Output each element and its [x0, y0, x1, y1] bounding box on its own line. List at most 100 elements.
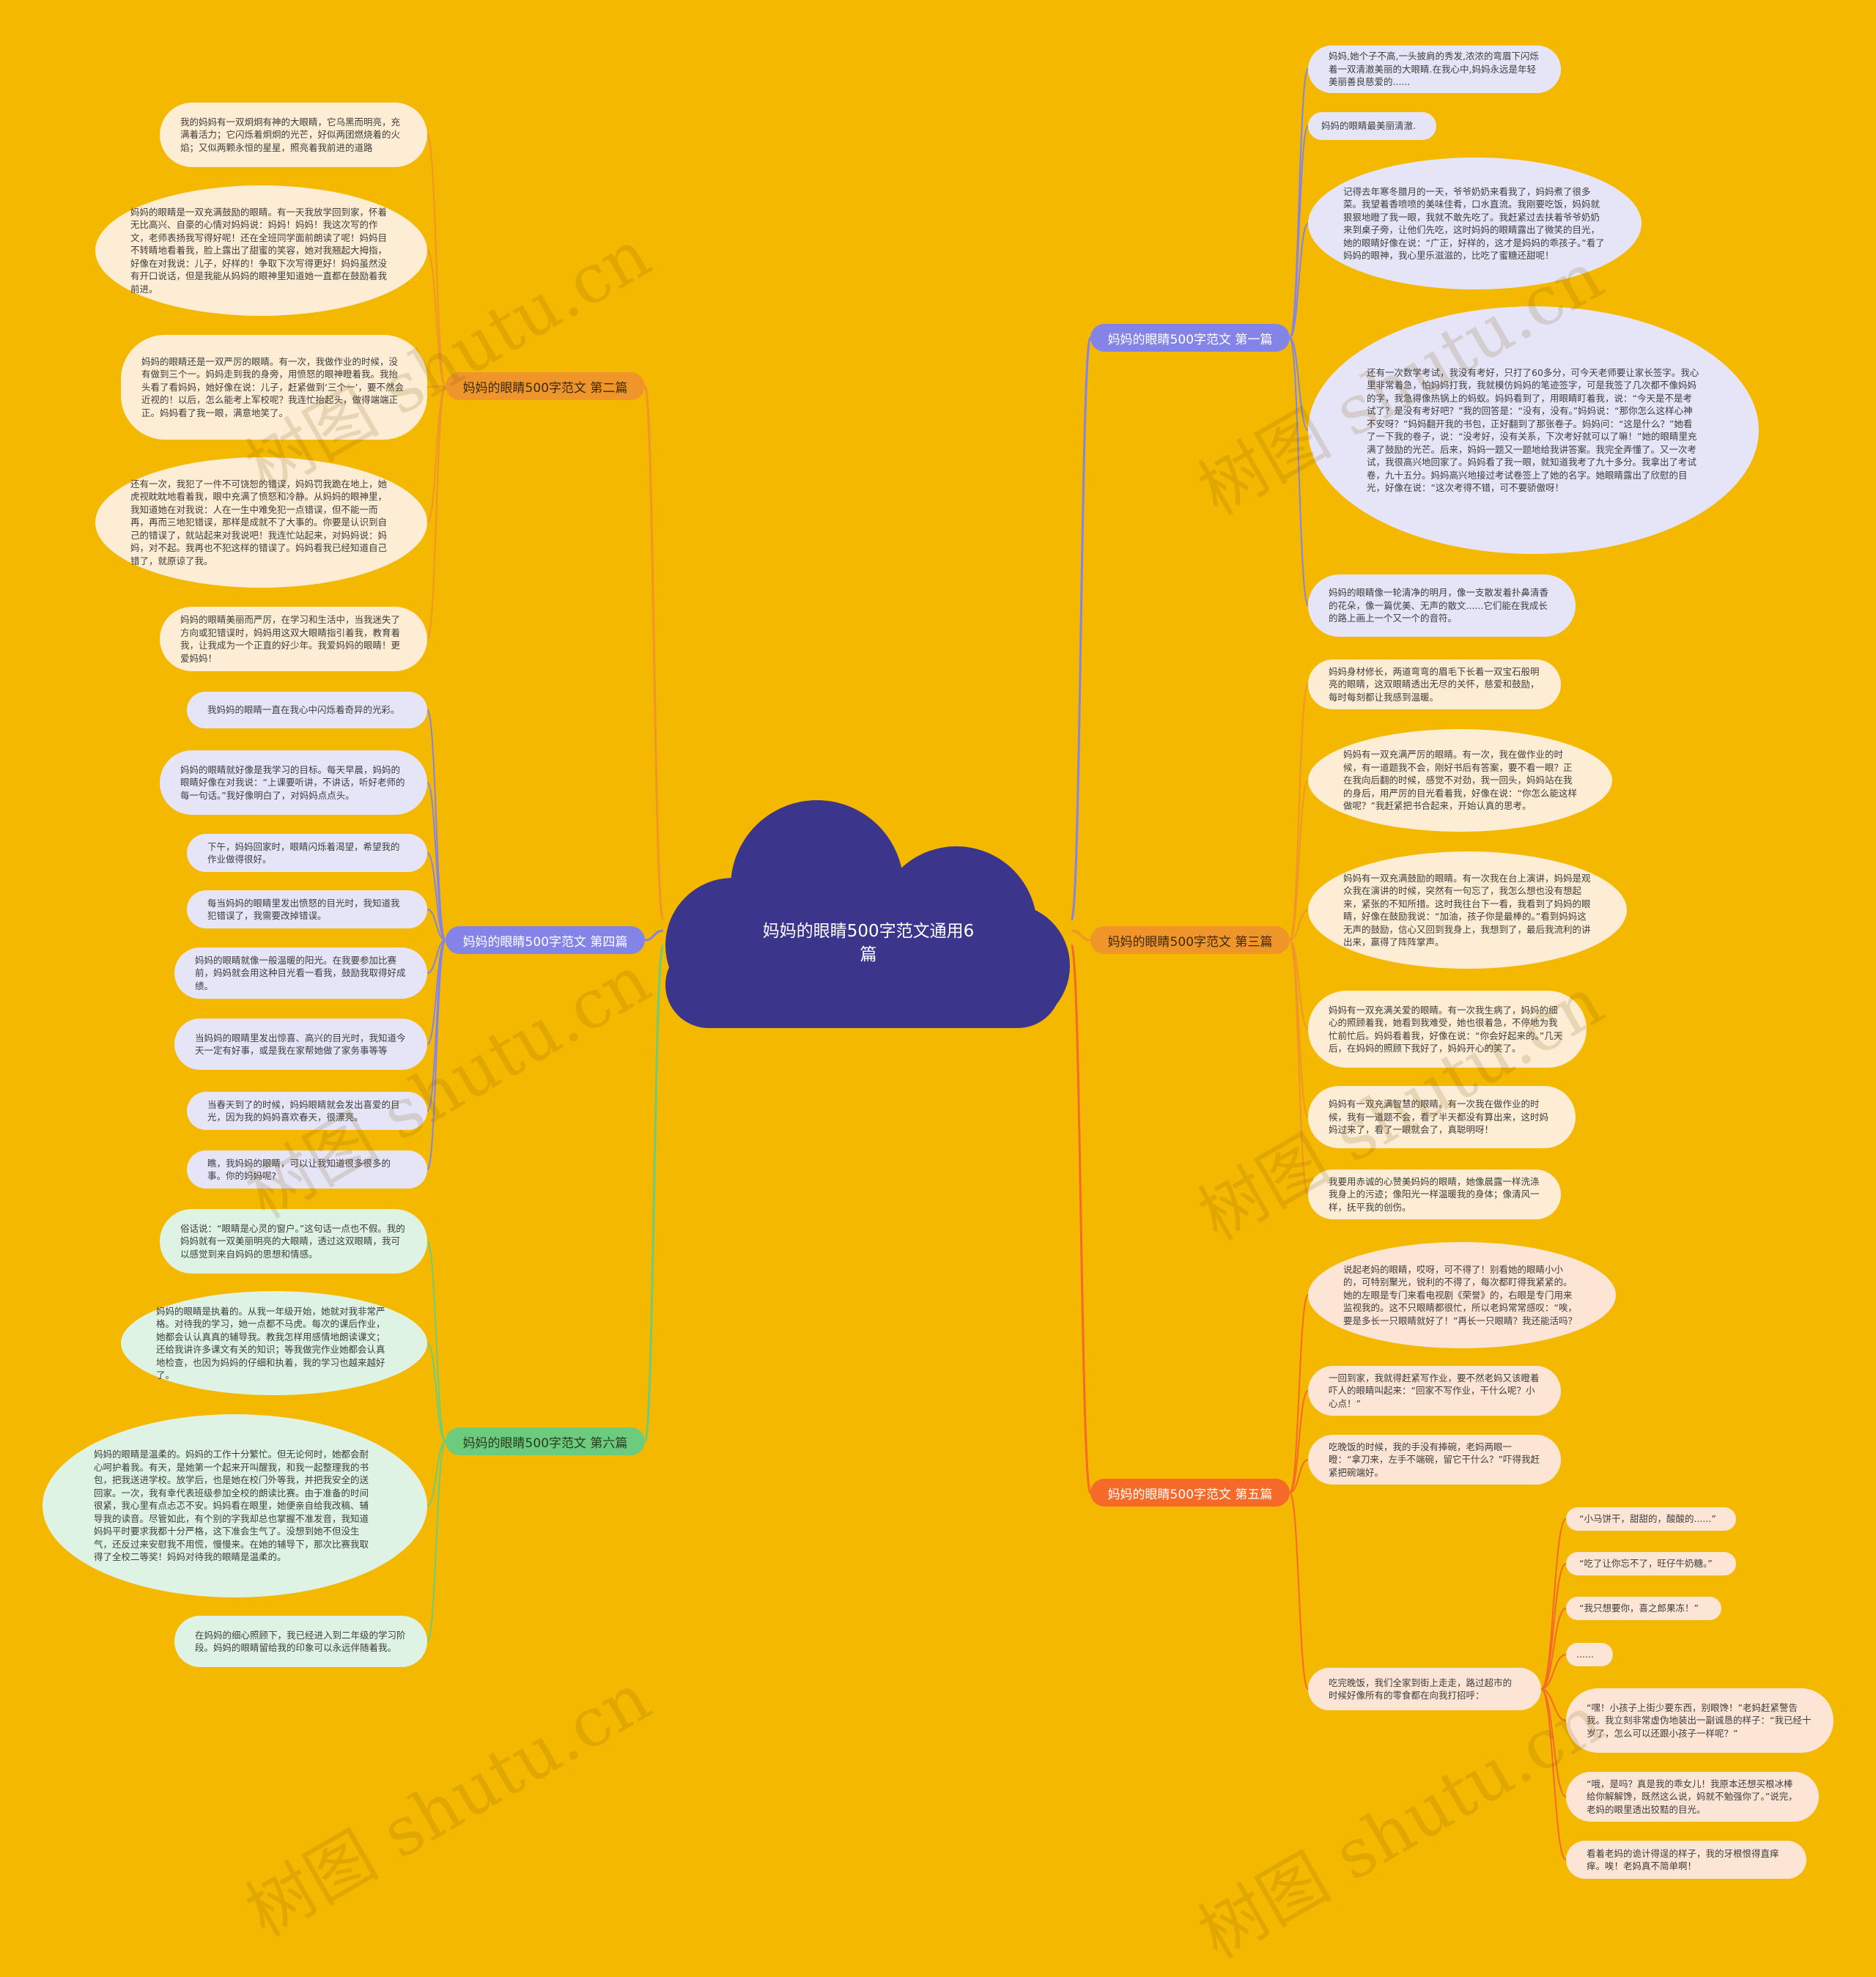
connector-line [426, 1441, 446, 1507]
leaf-node[interactable]: 当妈妈的眼睛里发出惊喜、高兴的目光时，我知道今天一定有好事，或是我在家帮她做了家… [174, 1019, 427, 1070]
leaf-node[interactable]: 在妈妈的细心照顾下，我已经进入到二年级的学习阶段。妈妈的眼睛留给我的印象可以永远… [174, 1616, 427, 1667]
connector-line [1540, 1563, 1567, 1690]
sub-leaf-node[interactable]: “哦，是吗？真是我的乖女儿！我原本还想买根冰棒给你解解馋，既然这么说，妈就不勉强… [1566, 1772, 1819, 1822]
connector-line [1289, 223, 1309, 339]
connector-line [1540, 1518, 1567, 1690]
leaf-text: 我的妈妈有一双炯炯有神的大眼睛，它乌黑而明亮，充满着活力；它闪烁着炯炯的光芒，好… [180, 116, 401, 153]
leaf-node[interactable]: 我要用赤诚的心赞美妈妈的眼睛，她像晨露一样洗涤我身上的污迹；像阳光一样温暖我的身… [1308, 1169, 1561, 1219]
leaf-text: 当妈妈的眼睛里发出惊喜、高兴的目光时，我知道今天一定有好事，或是我在家帮她做了家… [195, 1032, 406, 1057]
leaf-text: 妈妈的眼睛像一轮清净的明月，像一支散发着扑鼻清香的花朵，像一篇优美、无声的散文.… [1329, 587, 1549, 624]
connector-line [426, 782, 446, 941]
root-topic-title[interactable]: 妈妈的眼睛500字范文通用6篇 [762, 922, 975, 964]
connector-line [426, 709, 446, 941]
leaf-node[interactable]: 妈妈的眼睛最美丽清澈. [1308, 112, 1436, 140]
branch-label: 妈妈的眼睛500字范文 第二篇 [462, 380, 628, 396]
leaf-text: 还有一次，我犯了一件不可饶恕的错误，妈妈罚我跪在地上，她虎视眈眈地看着我，眼中充… [130, 478, 388, 566]
connector-line [644, 929, 664, 942]
leaf-node[interactable]: 一回到家，我就得赶紧写作业，要不然老妈又该瞪着吓人的眼睛叫起来：“回家不写作业，… [1308, 1366, 1561, 1416]
leaf-node[interactable]: 俗话说：“眼睛是心灵的窗户。”这句话一点也不假。我的妈妈就有一双美丽明亮的大眼睛… [160, 1209, 427, 1274]
connector-line [426, 1241, 446, 1442]
leaf-node[interactable]: 妈妈有一双充满鼓励的眼睛。有一次我在台上演讲，妈妈是观众我在演讲的时候，突然有一… [1308, 851, 1627, 969]
leaf-text: 妈妈的眼睛就像一般温暖的阳光。在我要参加比赛前，妈妈就会用这种目光看一看我，鼓励… [195, 954, 406, 991]
leaf-node[interactable]: 妈妈有一双充满关爱的眼睛。有一次我生病了，妈妈的细心的照顾着我，她看到我难受，她… [1308, 991, 1587, 1068]
branch-topic-6[interactable]: 妈妈的眼睛500字范文 第六篇 [446, 1427, 645, 1455]
leaf-text: 下午，妈妈回家时，眼睛闪烁着渴望，希望我的作业做得很好。 [207, 840, 400, 865]
leaf-node[interactable]: 妈妈,她个子不高,一头披肩的秀发,浓浓的弯眉下闪烁着一双清澈美丽的大眼睛.在我心… [1308, 45, 1561, 93]
leaf-text: 俗话说：“眼睛是心灵的窗户。”这句话一点也不假。我的妈妈就有一双美丽明亮的大眼睛… [180, 1222, 405, 1260]
connector-line [1289, 939, 1309, 1030]
connector-line [426, 1441, 446, 1642]
connector-line [426, 250, 446, 387]
branch-topic-5[interactable]: 妈妈的眼睛500字范文 第五篇 [1090, 1479, 1290, 1507]
leaf-node[interactable]: 妈妈的眼睛就好像是我学习的目标。每天早晨，妈妈的眼睛好像在对我说：“上课要听讲，… [160, 750, 427, 815]
leaf-node[interactable]: 妈妈有一双充满智慧的眼睛。有一次我在做作业的时候，我有一道题不会，看了半天都没有… [1308, 1086, 1576, 1148]
sub-leaf-text: 看着老妈的诡计得逞的样子，我的牙根恨得直痒痒。唉！老妈真不简单啊！ [1587, 1847, 1779, 1872]
root-cloud-shape [665, 800, 1070, 1028]
connector-line [426, 909, 446, 941]
connector-line [1289, 1294, 1309, 1493]
branch-label: 妈妈的眼睛500字范文 第四篇 [462, 934, 628, 950]
leaf-node[interactable]: 记得去年寒冬腊月的一天，爷爷奶奶来看我了，妈妈煮了很多菜。我望着香喷喷的美味佳肴… [1308, 158, 1642, 289]
sub-leaf-node[interactable]: “小马饼干，甜甜的，酸酸的......” [1566, 1507, 1736, 1531]
sub-leaf-node[interactable]: “我只想要你，喜之郎果冻！” [1566, 1597, 1721, 1620]
branch-topic-2[interactable]: 妈妈的眼睛500字范文 第二篇 [446, 372, 645, 400]
branch-topic-4[interactable]: 妈妈的眼睛500字范文 第四篇 [446, 926, 645, 954]
branch-label: 妈妈的眼睛500字范文 第三篇 [1107, 934, 1273, 950]
leaf-node[interactable]: 每当妈妈的眼睛里发出愤怒的目光时，我知道我犯错误了，我需要改掉错误。 [187, 890, 427, 928]
leaf-node[interactable]: 下午，妈妈回家时，眼睛闪烁着渴望，希望我的作业做得很好。 [187, 834, 427, 872]
connector-line [1289, 337, 1309, 431]
leaf-node[interactable]: 瞧，我妈妈的眼睛，可以让我知道很多很多的事。你的妈妈呢? [187, 1150, 427, 1189]
sub-leaf-node[interactable]: ...... [1566, 1643, 1613, 1666]
branch-topic-3[interactable]: 妈妈的眼睛500字范文 第三篇 [1090, 926, 1290, 954]
connector-line [1289, 684, 1309, 941]
leaf-text: 妈妈,她个子不高,一头披肩的秀发,浓浓的弯眉下闪烁着一双清澈美丽的大眼睛.在我心… [1329, 51, 1539, 88]
leaf-text: 在妈妈的细心照顾下，我已经进入到二年级的学习阶段。妈妈的眼睛留给我的印象可以永远… [195, 1629, 406, 1654]
leaf-text: 妈妈的眼睛最美丽清澈. [1321, 120, 1416, 132]
connector-line [426, 385, 446, 640]
leaf-text: 吃完晚饭，我们全家到街上走走，路过超市的时候好像所有的零食都在向我打招呼： [1329, 1677, 1513, 1701]
connector-line [426, 939, 446, 1112]
leaf-text: 当春天到了的时候，妈妈眼睛就会发出喜爱的目光，因为我的妈妈喜欢春天，很漂亮。 [207, 1098, 400, 1123]
sub-leaf-node[interactable]: “吃了让你忘不了，旺仔牛奶糖。” [1566, 1552, 1736, 1575]
leaf-node[interactable]: 妈妈的眼睛是执着的。从我一年级开始，她就对我非常严格。对待我的学习，她一点都不马… [121, 1291, 427, 1395]
leaf-node[interactable]: 说起老妈的眼睛，哎呀，可不得了！别看她的眼睛小小的，可特别聚光，锐利的不得了，每… [1308, 1242, 1616, 1348]
leaf-node[interactable]: 当春天到了的时候，妈妈眼睛就会发出喜爱的目光，因为我的妈妈喜欢春天，很漂亮。 [187, 1092, 427, 1130]
connector-line [426, 385, 446, 523]
connector-line [1289, 1459, 1309, 1493]
leaf-text: 妈妈身材修长，两道弯弯的眉毛下长着一双宝石般明亮的眼睛，这双眼睛透出无尽的关怀，… [1329, 665, 1540, 703]
leaf-text: 妈妈的眼睛美丽而严厉，在学习和生活中，当我迷失了方向或犯错误时，妈妈用这双大眼睛… [180, 614, 401, 664]
sub-leaf-node[interactable]: “嘿！小孩子上街少要东西，别眼馋！”老妈赶紧警告我。我立刻非常虚伪地装出一副诚恳… [1566, 1688, 1833, 1753]
sub-leaf-text: “吃了让你忘不了，旺仔牛奶糖。” [1579, 1558, 1713, 1570]
connector-line [1289, 337, 1309, 606]
leaf-node[interactable]: 妈妈有一双充满严厉的眼睛。有一次，我在做作业的时候，有一道题我不会，刚好书后有答… [1308, 729, 1612, 832]
leaf-node[interactable]: 吃晚饭的时候，我的手没有捧碗，老妈两眼一瞪：“拿刀来，左手不端碗，留它干什么？”… [1308, 1435, 1561, 1485]
connector-line [1070, 336, 1092, 921]
leaf-node[interactable]: 妈妈的眼睛是一双充满鼓励的眼睛。有一天我放学回到家，怀着无比高兴、自豪的心情对妈… [95, 185, 427, 316]
connector-line [643, 385, 665, 921]
connector-line [426, 134, 446, 387]
leaf-node[interactable]: 我妈妈的眼睛一直在我心中闪烁着奇异的光彩。 [187, 692, 427, 728]
leaf-node[interactable]: 还有一次，我犯了一件不可饶恕的错误，妈妈罚我跪在地上，她虎视眈眈地看着我，眼中充… [95, 457, 427, 588]
connector-line [426, 852, 446, 941]
connector-line [1289, 125, 1309, 339]
leaf-node[interactable]: 妈妈身材修长，两道弯弯的眉毛下长着一双宝石般明亮的眼睛，这双眼睛透出无尽的关怀，… [1308, 659, 1561, 709]
leaf-text: 每当妈妈的眼睛里发出愤怒的目光时，我知道我犯错误了，我需要改掉错误。 [207, 897, 400, 922]
leaf-node[interactable]: 还有一次数学考试，我没有考好，只打了60多分，可今天老师要让家长签字。我心里非常… [1308, 306, 1759, 554]
leaf-node[interactable]: 我的妈妈有一双炯炯有神的大眼睛，它乌黑而明亮，充满着活力；它闪烁着炯炯的光芒，好… [160, 103, 427, 167]
leaf-node[interactable]: 妈妈的眼睛美丽而严厉，在学习和生活中，当我迷失了方向或犯错误时，妈妈用这双大眼睛… [160, 607, 427, 671]
leaf-node[interactable]: 妈妈的眼睛是温柔的。妈妈的工作十分繁忙。但无论何时，她都会耐心呵护着我。有天，是… [43, 1414, 427, 1597]
connector-line [1289, 1390, 1309, 1493]
leaf-node[interactable]: 妈妈的眼睛还是一双严厉的眼睛。有一次，我做作业的时候，没有做到三个一。妈妈走到我… [121, 335, 427, 440]
leaf-text: 一回到家，我就得赶紧写作业，要不然老妈又该瞪着吓人的眼睛叫起来：“回家不写作业，… [1329, 1372, 1540, 1409]
connector-line [1289, 909, 1309, 941]
branch-label: 妈妈的眼睛500字范文 第六篇 [462, 1435, 628, 1451]
leaf-text: 妈妈的眼睛就好像是我学习的目标。每天早晨，妈妈的眼睛好像在对我说：“上课要听讲，… [180, 764, 405, 801]
connector-line [1289, 68, 1309, 339]
leaf-text: 妈妈的眼睛还是一双严厉的眼睛。有一次，我做作业的时候，没有做到三个一。妈妈走到我… [141, 355, 404, 418]
leaf-text: 妈妈有一双充满严厉的眼睛。有一次，我在做作业的时候，有一道题我不会，刚好书后有答… [1343, 749, 1577, 812]
leaf-node[interactable]: 妈妈的眼睛就像一般温暖的阳光。在我要参加比赛前，妈妈就会用这种目光看一看我，鼓励… [174, 947, 427, 999]
branch-topic-1[interactable]: 妈妈的眼睛500字范文 第一篇 [1090, 324, 1290, 352]
sub-leaf-node[interactable]: 看着老妈的诡计得逞的样子，我的牙根恨得直痒痒。唉！老妈真不简单啊！ [1566, 1841, 1806, 1879]
leaf-node[interactable]: 妈妈的眼睛像一轮清净的明月，像一支散发着扑鼻清香的花朵，像一篇优美、无声的散文.… [1308, 574, 1576, 637]
leaf-node[interactable]: 吃完晚饭，我们全家到街上走走，路过超市的时候好像所有的零食都在向我打招呼： [1308, 1668, 1541, 1710]
